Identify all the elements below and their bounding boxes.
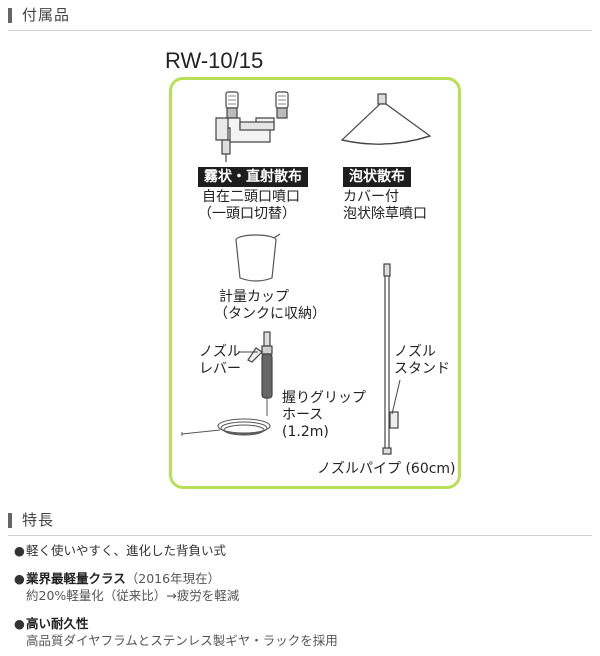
twin-nozzle-label-2: （一頭口切替） xyxy=(198,206,296,222)
accessories-heading-text: 付属品 xyxy=(22,6,71,24)
stand-label-1: ノズル xyxy=(394,344,436,360)
grip-hose-illustration xyxy=(181,331,273,436)
lever-label-1: ノズル xyxy=(199,344,241,360)
lever-leader-line xyxy=(238,351,258,353)
cup-label-1: 計量カップ xyxy=(219,289,289,305)
grip-label-3: (1.2m) xyxy=(282,424,329,440)
feature-title: 高い耐久性 xyxy=(26,616,89,631)
model-name: RW-10/15 xyxy=(165,48,264,73)
heading-bar xyxy=(8,8,12,23)
feature-text: （2016年現在） xyxy=(125,571,221,586)
grip-label-2: ホース xyxy=(282,407,324,423)
twin-nozzle-label-1: 自在二頭口噴口 xyxy=(202,189,300,205)
pipe-label: ノズルパイプ (60cm) xyxy=(317,461,456,477)
accessories-heading: 付属品 xyxy=(8,2,592,31)
feature-item-3: ● 高い耐久性 xyxy=(14,615,89,632)
feature-title: 業界最軽量クラス xyxy=(26,571,126,586)
cup-label-2: （タンクに収納） xyxy=(214,306,326,322)
accessories-panel xyxy=(169,77,461,489)
twin-nozzle-illustration xyxy=(215,91,289,162)
feature-item-2-sub: 約20%軽量化（従来比）→疲労を軽減 xyxy=(26,588,240,603)
feature-item-1: ● 軽く使いやすく、進化した背負い式 xyxy=(14,542,227,559)
heading-bar xyxy=(8,513,12,528)
grip-label-1: 握りグリップ xyxy=(282,390,366,406)
mist-spray-tag: 霧状・直射散布 xyxy=(198,167,308,187)
foam-nozzle-illustration xyxy=(340,93,432,145)
foam-spray-tag: 泡状散布 xyxy=(343,167,411,187)
stand-label-2: スタンド xyxy=(394,361,450,377)
feature-item-3-sub: 高品質ダイヤフラムとステンレス製ギヤ・ラックを採用 xyxy=(26,633,338,648)
nozzle-pipe-illustration xyxy=(382,263,399,455)
lever-label-2: レバー xyxy=(199,361,241,377)
foam-label-2: 泡状除草噴口 xyxy=(343,206,427,222)
measuring-cup-illustration xyxy=(235,233,281,282)
features-heading: 特長 xyxy=(8,507,592,536)
features-heading-text: 特長 xyxy=(22,511,55,529)
stand-leader-line xyxy=(391,379,401,415)
bullet-icon: ● xyxy=(14,543,25,558)
foam-label-1: カバー付 xyxy=(343,189,399,205)
bullet-icon: ● xyxy=(14,616,25,631)
bullet-icon: ● xyxy=(14,571,25,586)
feature-item-2: ● 業界最軽量クラス（2016年現在） xyxy=(14,570,221,587)
feature-text: 軽く使いやすく、進化した背負い式 xyxy=(26,543,227,558)
